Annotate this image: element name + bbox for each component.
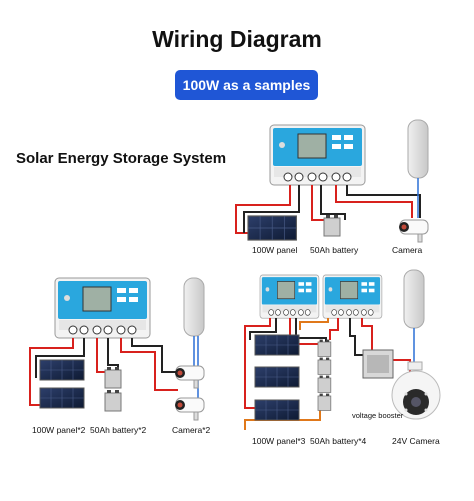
battery	[323, 214, 341, 237]
panel-label: 100W panel*3	[252, 436, 306, 446]
panel-wire-negative	[35, 338, 85, 378]
system-subtitle: Solar Energy Storage System	[16, 150, 227, 167]
panel-wire-negative	[243, 185, 300, 233]
diagram-1: 100W panel 50Ah battery Camera	[235, 119, 429, 255]
battery-wire-negative	[320, 185, 346, 220]
ptz-camera	[391, 361, 441, 420]
battery-1	[104, 366, 122, 389]
load-wire-positive	[120, 338, 178, 391]
solar-panel-1	[254, 334, 300, 356]
panel-label: 100W panel	[252, 245, 297, 255]
camera-label: Camera	[392, 245, 423, 255]
load-wire-negative	[346, 185, 421, 218]
panel-wire-positive	[29, 338, 74, 406]
charge-controller-1	[259, 274, 320, 319]
solar-panel-1	[39, 359, 85, 381]
booster-label: voltage booster	[352, 411, 404, 420]
battery-1	[317, 339, 332, 357]
solar-panel-2	[39, 387, 85, 409]
camera-wire-positive	[392, 359, 411, 372]
charge-controller	[269, 124, 366, 186]
battery-2	[104, 389, 122, 412]
load-wire-positive	[335, 185, 413, 218]
panel-wire-positive	[235, 185, 291, 234]
diagram-title: Wiring Diagram	[152, 26, 322, 52]
battery-wire-positive	[96, 338, 108, 373]
charge-controller-2	[322, 274, 383, 319]
booster-wire-negative	[349, 318, 366, 356]
panel-label: 100W panel*2	[32, 425, 86, 435]
voltage-booster	[362, 349, 394, 379]
camera-2	[174, 397, 205, 421]
booster-wire-positive	[361, 318, 373, 350]
battery-label: 50Ah battery	[310, 245, 359, 255]
battery-2	[317, 357, 332, 375]
wireless-bridge	[407, 119, 429, 179]
wireless-bridge	[403, 269, 425, 329]
wireless-bridge	[183, 277, 205, 337]
battery-wire-negative	[107, 338, 119, 370]
diagram-3: voltage booster 100W panel*3 50Ah batter…	[244, 269, 441, 446]
battery-4	[317, 393, 332, 411]
diagram-2: 100W panel*2 50Ah battery*2 Camera*2	[29, 277, 211, 435]
charge-controller	[54, 277, 151, 339]
battery-label: 50Ah battery*4	[310, 436, 367, 446]
solar-panel-3	[254, 399, 300, 421]
panel-wire-negative	[249, 318, 277, 340]
battery-wire-positive-2	[329, 318, 339, 340]
solar-panel-2	[254, 366, 300, 388]
battery-label: 50Ah battery*2	[90, 425, 147, 435]
camera	[398, 219, 429, 243]
camera-label: 24V Camera	[392, 436, 440, 446]
solar-panel	[247, 215, 297, 241]
camera-label: Camera*2	[172, 425, 211, 435]
battery-3	[317, 375, 332, 393]
battery-wire-positive	[311, 185, 325, 221]
sample-badge: 100W as a samples	[175, 70, 318, 100]
load-wire-negative	[131, 338, 178, 373]
panel-wire-positive	[244, 318, 271, 409]
camera-1	[174, 365, 205, 389]
